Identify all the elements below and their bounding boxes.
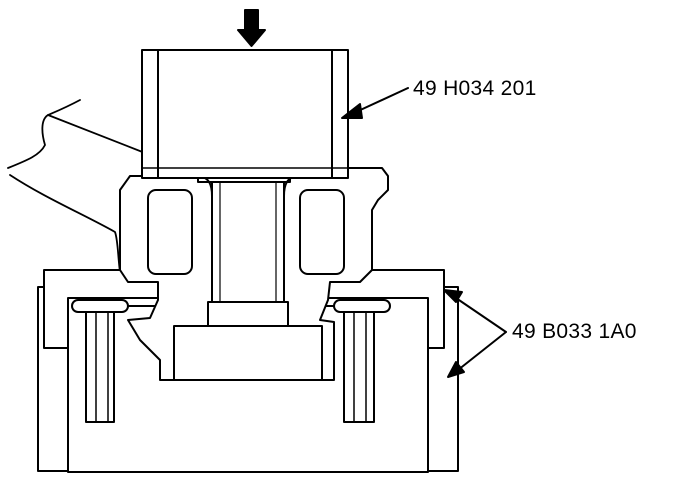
- upper-tool: [141, 49, 349, 179]
- hub-assembly: [119, 167, 389, 381]
- tool-label-lower: 49 B033 1A0: [512, 320, 637, 343]
- press-arrow-icon: [237, 9, 266, 47]
- tool-label-upper: 49 H034 201: [413, 77, 537, 100]
- leader-arrow-lower: [443, 289, 507, 378]
- leader-arrow-upper: [341, 87, 409, 119]
- housing-outline: [7, 99, 146, 273]
